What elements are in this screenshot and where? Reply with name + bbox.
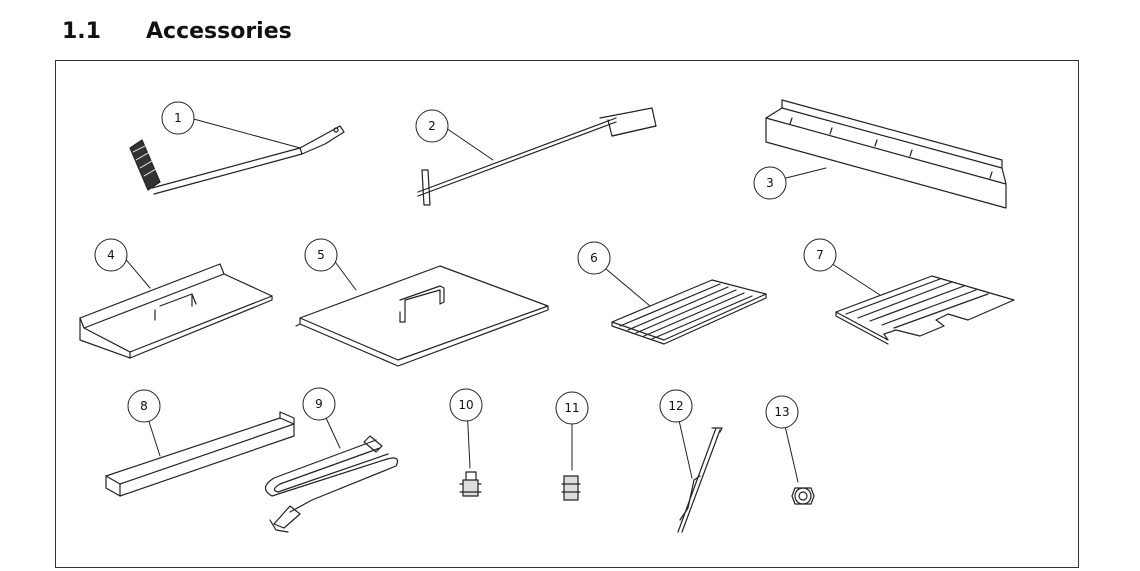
accessory-6-wire-grid: [611, 279, 767, 345]
accessory-12-probe: [677, 427, 723, 533]
callout-number: 11: [564, 401, 579, 415]
accessory-4-tray: [79, 263, 273, 359]
accessory-5-cover: [295, 265, 549, 367]
section-heading: 1.1 Accessories: [62, 14, 292, 48]
callout-number: 3: [766, 176, 774, 190]
accessories-figure-frame: [55, 60, 1079, 568]
callout-number: 4: [107, 248, 115, 262]
callout-number: 10: [458, 398, 473, 412]
accessory-3-rail: [765, 99, 1007, 209]
accessory-11-coupling: [561, 475, 581, 501]
accessory-9-hose: [264, 435, 399, 533]
callout-number: 13: [774, 405, 789, 419]
callout-number: 1: [174, 111, 182, 125]
callout-circles: [94, 101, 837, 429]
accessory-2-t-tool: [417, 107, 657, 206]
accessory-13-nut: [791, 487, 815, 505]
section-title: Accessories: [146, 18, 292, 44]
section-number: 1.1: [62, 18, 101, 44]
accessory-1-brush-tool: [129, 125, 345, 195]
callout-number: 2: [428, 119, 436, 133]
callout-number: 12: [668, 399, 683, 413]
callout-number: 7: [816, 248, 824, 262]
callout-number: 9: [315, 397, 323, 411]
callout-number: 5: [317, 248, 325, 262]
accessory-8-angle-bracket: [105, 411, 295, 497]
callout-number: 6: [590, 251, 598, 265]
callout-number: 8: [140, 399, 148, 413]
accessory-7-notched-grid: [835, 275, 1015, 345]
accessory-10-fitting: [459, 471, 482, 497]
